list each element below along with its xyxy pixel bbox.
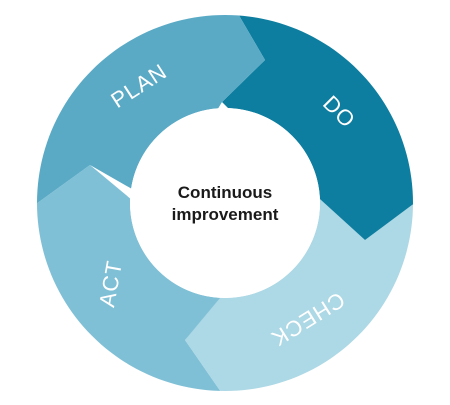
center-text-line-2: improvement xyxy=(172,205,279,224)
center-circle xyxy=(130,108,320,298)
center-text-line-1: Continuous xyxy=(178,183,272,202)
